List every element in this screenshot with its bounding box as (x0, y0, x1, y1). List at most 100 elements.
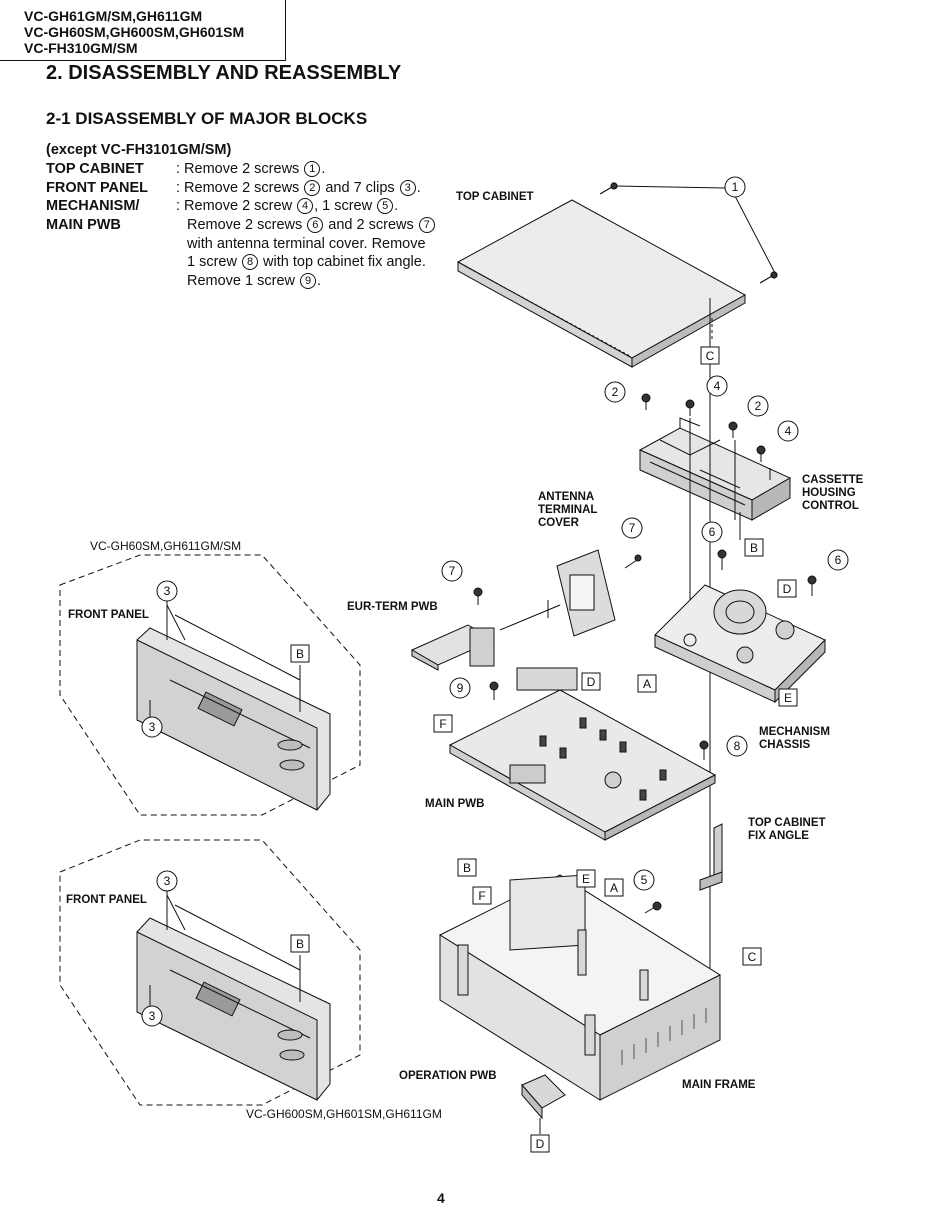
label-antenna-1: ANTENNA (538, 491, 595, 503)
eur-term-pwb-part (410, 624, 496, 671)
step-text: , 1 screw (314, 198, 373, 214)
label-cassette-1: CASSETTE (802, 474, 864, 486)
label-front-panel-1: FRONT PANEL (68, 609, 149, 621)
label-main-frame: MAIN FRAME (682, 1079, 756, 1091)
label-mechanism-2: CHASSIS (759, 739, 811, 751)
step-text: : Remove 2 screws (176, 180, 300, 196)
letter-d: D (783, 582, 792, 596)
circled-number-4: 4 (297, 198, 314, 214)
callout-4: 4 (785, 424, 792, 438)
label-main-pwb: MAIN PWB (425, 798, 485, 810)
label-variant-2: VC-GH600SM,GH601SM,GH611GM (246, 1107, 442, 1121)
callout-1: 1 (732, 180, 739, 194)
letter-d: D (536, 1137, 545, 1151)
letter-c: C (706, 349, 715, 363)
label-mechanism-1: MECHANISM (759, 726, 830, 738)
callout-6: 6 (709, 525, 716, 539)
main-pwb-part (448, 667, 717, 841)
letter-b: B (463, 861, 471, 875)
label-fix-angle-1: TOP CABINET (748, 817, 826, 829)
step-text: . (317, 273, 322, 289)
screw-icon (644, 901, 662, 914)
label-cassette-3: CONTROL (802, 500, 859, 512)
operation-pwb-part (521, 1074, 566, 1120)
step-text: and 2 screws (328, 217, 414, 233)
mechanism-step-line-5: Remove 1 screw 9. (187, 272, 321, 291)
letter-c: C (748, 950, 757, 964)
callout-6: 6 (835, 553, 842, 567)
front-panel-label: FRONT PANEL (46, 180, 149, 196)
label-fix-angle-2: FIX ANGLE (748, 830, 809, 842)
circled-number-1: 1 (304, 161, 321, 177)
callout-5: 5 (641, 873, 648, 887)
letter-a: A (643, 677, 651, 691)
letter-d: D (587, 675, 596, 689)
callout-7: 7 (449, 564, 456, 578)
step-text: Remove 1 screw (187, 273, 295, 289)
screw-icon (489, 681, 709, 760)
screw-icon (599, 182, 778, 284)
antenna-cover-part (556, 549, 616, 637)
model-line-3: VC-FH310GM/SM (24, 40, 138, 56)
callout-3: 3 (164, 874, 171, 888)
cassette-housing-part (638, 417, 792, 521)
callout-circles (141, 176, 849, 1027)
circled-number-6: 6 (307, 217, 324, 233)
circled-number-5: 5 (377, 198, 394, 214)
except-note: (except VC-FH3101GM/SM) (46, 142, 232, 158)
letter-b: B (296, 937, 304, 951)
circled-number-8: 8 (242, 254, 258, 270)
circled-number-7: 7 (418, 217, 435, 233)
model-line-2: VC-GH60SM,GH600SM,GH601SM (24, 24, 245, 40)
step-text: Remove 2 screws (187, 217, 303, 233)
circled-number-3: 3 (399, 180, 416, 196)
callout-4: 4 (714, 379, 721, 393)
top-cabinet-label: TOP CABINET (46, 161, 144, 177)
step-text: 1 screw (187, 254, 237, 270)
model-line-1: VC-GH61GM/SM,GH611GM (24, 8, 203, 24)
letter-e: E (582, 872, 590, 886)
top-cabinet-step: : Remove 2 screws 1. (176, 160, 325, 179)
letter-boxes (290, 346, 798, 1153)
screw-icon (641, 393, 766, 462)
callout-2: 2 (612, 385, 619, 399)
mechanism-step-line-1: : Remove 2 screw 4, 1 screw 5. (176, 197, 398, 216)
letter-b: B (296, 647, 304, 661)
label-variant-1: VC-GH60SM,GH611GM/SM (90, 539, 242, 553)
label-front-panel-2: FRONT PANEL (66, 894, 147, 906)
label-top-cabinet: TOP CABINET (456, 191, 534, 203)
mechanism-step-line-3: with antenna terminal cover. Remove (187, 236, 426, 252)
circled-number-2: 2 (304, 180, 321, 196)
fix-angle-part (699, 823, 723, 891)
mechanism-step-line-2: Remove 2 screws 6 and 2 screws 7 (187, 216, 436, 235)
front-panel-step: : Remove 2 screws 2 and 7 clips 3. (176, 179, 421, 198)
label-antenna-3: COVER (538, 517, 579, 529)
step-text: with top cabinet fix angle. (263, 254, 426, 270)
screw-icon (473, 554, 642, 605)
step-text: : Remove 2 screw (176, 198, 293, 214)
circled-number-9: 9 (300, 273, 317, 289)
callout-9: 9 (457, 681, 464, 695)
step-text: : Remove 2 screws (176, 161, 300, 177)
letter-e: E (784, 691, 792, 705)
callout-8: 8 (734, 739, 741, 753)
letter-f: F (439, 717, 446, 731)
section-title: 2. DISASSEMBLY AND REASSEMBLY (46, 62, 402, 84)
model-header-box: VC-GH61GM/SM,GH611GM VC-GH60SM,GH600SM,G… (0, 0, 286, 61)
mechanism-chassis-part (654, 584, 826, 704)
label-operation-pwb: OPERATION PWB (399, 1070, 497, 1082)
callout-3: 3 (149, 720, 156, 734)
mechanism-label: MECHANISM/ (46, 198, 140, 214)
subsection-title: 2-1 DISASSEMBLY OF MAJOR BLOCKS (46, 109, 368, 128)
screw-icon (717, 549, 817, 596)
step-text: and 7 clips (325, 180, 395, 196)
label-cassette-2: HOUSING (802, 487, 856, 499)
callout-2: 2 (755, 399, 762, 413)
callout-3: 3 (164, 584, 171, 598)
step-text: . (321, 161, 326, 177)
letter-b: B (750, 541, 758, 555)
top-cabinet-part (456, 199, 747, 368)
mechanism-step-line-4: 1 screw 8 with top cabinet fix angle. (187, 253, 426, 272)
label-antenna-2: TERMINAL (538, 504, 598, 516)
